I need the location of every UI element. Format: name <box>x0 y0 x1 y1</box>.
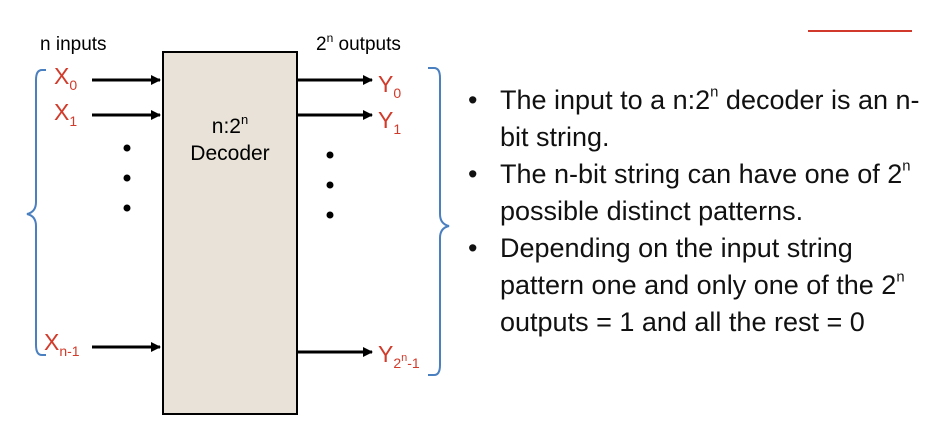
output-label-y0: Y0 <box>378 71 401 101</box>
bullet-item: • Depending on the input string pattern … <box>466 230 926 341</box>
decoder-diagram: n inputs 2n outputs n:2n Decoder X0 X1 X… <box>26 31 450 415</box>
output-ellipsis-dot <box>326 211 334 219</box>
accent-line <box>808 30 912 32</box>
bullet-text: The n-bit string can have one of 2n poss… <box>500 158 911 226</box>
input-label-xn-1: Xn-1 <box>44 329 80 359</box>
decoder-label-name: Decoder <box>190 142 269 165</box>
bullet-dot: • <box>468 233 478 263</box>
inputs-header: n inputs <box>40 34 107 55</box>
decoder-label-ratio: n:2n <box>212 112 248 138</box>
bullet-dot: • <box>468 85 478 115</box>
input-label-x1: X1 <box>54 99 77 129</box>
output-ellipsis-dot <box>326 151 334 159</box>
outputs-header: 2n outputs <box>316 31 401 55</box>
decoder-box <box>162 51 298 415</box>
input-ellipsis-dot <box>123 204 131 212</box>
bullet-list: • The input to a n:2n decoder is an n-bi… <box>466 82 926 341</box>
inputs-bracket <box>26 69 46 356</box>
input-ellipsis-dot <box>123 144 131 152</box>
output-label-y1: Y1 <box>378 107 401 137</box>
bullet-dot: • <box>468 159 478 189</box>
bullet-item: • The input to a n:2n decoder is an n-bi… <box>466 82 926 156</box>
outputs-bracket <box>428 67 450 376</box>
bullet-item: • The n-bit string can have one of 2n po… <box>466 156 926 230</box>
input-ellipsis-dot <box>123 174 131 182</box>
input-label-x0: X0 <box>54 63 77 93</box>
bullet-text: Depending on the input string pattern on… <box>500 233 905 337</box>
bullet-text: The input to a n:2n decoder is an n-bit … <box>500 84 920 152</box>
output-label-y2n-1: Y2n-1 <box>378 341 420 371</box>
output-ellipsis-dot <box>326 181 334 189</box>
